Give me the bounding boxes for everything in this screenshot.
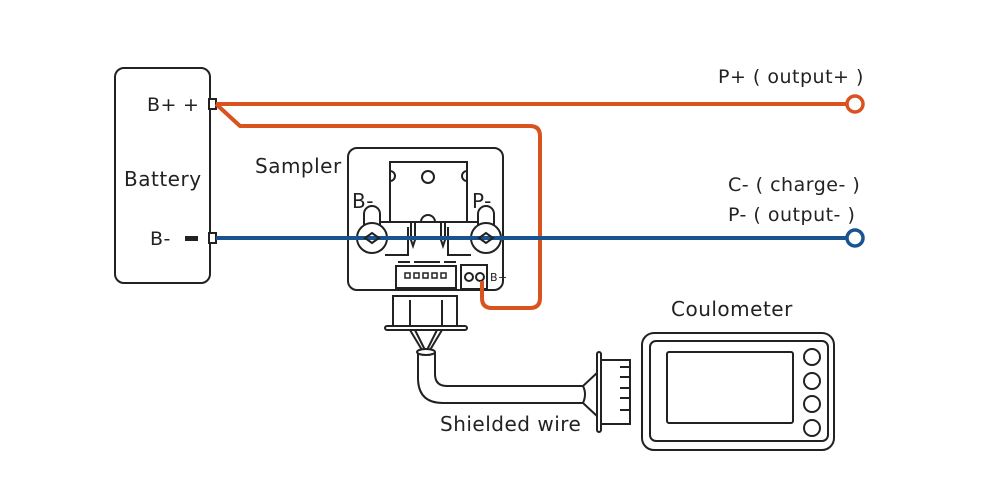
coulometer-label: Coulometer [671,297,793,321]
coulometer-button-2[interactable] [803,372,821,390]
p-minus-terminal[interactable] [845,228,865,248]
coulometer: Coulometer [596,297,835,451]
battery-neg-label: B- [150,228,171,250]
coulometer-button-4[interactable] [803,419,821,437]
shielded-wire-label: Shielded wire [440,412,581,436]
b-plus-sense-wire [214,102,542,310]
battery-pos-sign: + [183,94,199,116]
p-plus-terminal[interactable] [845,94,865,114]
battery-pos-label: B+ [147,94,177,116]
sampler-b-plus: B+ [490,271,508,284]
shielded-wire: Shielded wire [409,329,599,436]
coulometer-screen [666,351,794,424]
battery: B+ + Battery B- [114,67,217,284]
p-minus-label: P- ( output- ) [728,204,855,226]
sampler-label: Sampler [255,154,342,178]
coulometer-button-3[interactable] [803,395,821,413]
battery-label: Battery [124,167,202,191]
battery-neg-sign [185,236,198,241]
p-plus-label: P+ ( output+ ) [718,66,864,88]
battery-pos-terminal [208,98,217,110]
signal-connector [395,265,457,289]
coulometer-button-1[interactable] [803,348,821,366]
positive-wires [214,102,847,310]
c-minus-label: C- ( charge- ) [728,174,860,196]
battery-neg-terminal [208,232,217,244]
